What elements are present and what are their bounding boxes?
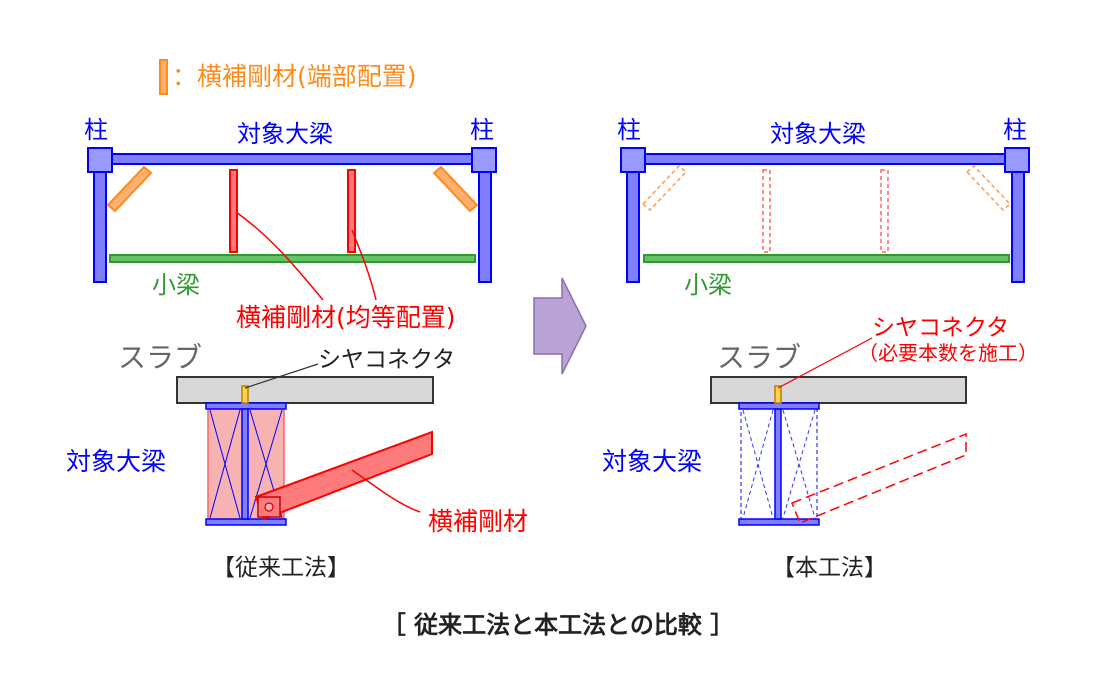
right-column-label: 柱 (470, 116, 494, 144)
even-stiffener-label: 横補剛材(均等配置) (236, 303, 456, 332)
right-right-column-cap (1004, 147, 1030, 173)
right-shear-connector-note: （必要本数を施工） (858, 341, 1038, 365)
right-left-column-cap (620, 147, 646, 173)
even-stiffener-1 (229, 169, 238, 253)
conventional-method-label: 【従来工法】 (212, 555, 350, 581)
right-column-cap (471, 147, 497, 173)
left-column-label: 柱 (84, 116, 108, 144)
right-left-column (626, 161, 640, 283)
right-right-column-label: 柱 (1003, 116, 1027, 144)
conventional-elevation: 柱 柱 対象大梁 小梁 横補剛材(均等配置) (84, 116, 497, 332)
right-slab (710, 376, 967, 404)
left-column (93, 161, 107, 283)
stiffener-leader-2 (351, 229, 377, 301)
section-top-flange (205, 402, 287, 410)
stiffener-label: 横補剛材 (428, 507, 528, 536)
left-column-cap (87, 147, 113, 173)
slab (176, 376, 434, 404)
right-small-beam-label: 小梁 (684, 271, 732, 299)
right-shear-connector-icon (774, 385, 782, 404)
legend-text: ：横補剛材(端部配置) (172, 62, 417, 91)
stiffener-leader-1 (235, 211, 324, 301)
proposed-method-label: 【本工法】 (772, 555, 887, 581)
legend-end-stiffener-swatch (159, 59, 168, 95)
target-girder-beam (103, 153, 483, 165)
figure-caption: ［ 従来工法と本工法との比較 ］ (382, 611, 734, 639)
right-right-column (1011, 161, 1025, 283)
section-web (241, 408, 249, 520)
end-stiffener-right (432, 165, 479, 213)
conventional-section: スラブ シヤコネクタ 対象大梁 横補剛材 【従来工法】 (66, 341, 528, 581)
right-section-cross-marks (742, 409, 816, 519)
removed-end-stiffener-left (641, 164, 688, 212)
right-shear-connector-leader (777, 337, 873, 389)
section-bottom-flange (205, 518, 287, 526)
legend: ：横補剛材(端部配置) (159, 59, 417, 95)
removed-even-stiffener-1 (762, 169, 771, 253)
section-girder-label: 対象大梁 (66, 447, 166, 476)
slab-label: スラブ (118, 341, 202, 374)
right-section-girder-label: 対象大梁 (602, 447, 702, 476)
brace-bolt (264, 502, 274, 512)
section-cross-marks (209, 409, 283, 519)
removed-lateral-stiffener-brace (791, 432, 967, 524)
shear-connector-label: シヤコネクタ (318, 347, 455, 373)
target-girder-label: 対象大梁 (237, 120, 333, 148)
removed-end-stiffener-right (965, 164, 1012, 212)
right-target-girder-label: 対象大梁 (770, 120, 866, 148)
removed-even-stiffener-2 (880, 169, 889, 253)
small-beam (109, 254, 476, 263)
transition-arrow-icon (533, 277, 587, 375)
small-beam-label: 小梁 (152, 271, 200, 299)
brace-leader (351, 469, 421, 513)
right-slab-label: スラブ (717, 341, 801, 374)
right-column (478, 161, 492, 283)
right-shear-connector-label: シヤコネクタ (872, 315, 1009, 341)
shear-connector-icon (241, 385, 249, 404)
right-left-column-label: 柱 (617, 116, 641, 144)
right-target-girder-beam (636, 153, 1016, 165)
right-section-top-flange (738, 402, 820, 410)
shear-connector-leader (244, 363, 319, 389)
right-small-beam (643, 254, 1010, 263)
proposed-elevation: 柱 柱 対象大梁 小梁 (617, 116, 1030, 299)
end-stiffener-left (106, 165, 153, 213)
even-stiffener-2 (347, 169, 356, 253)
right-section-web (774, 408, 782, 520)
proposed-section: スラブ シヤコネクタ （必要本数を施工） 対象大梁 【本工法】 (602, 315, 1038, 581)
